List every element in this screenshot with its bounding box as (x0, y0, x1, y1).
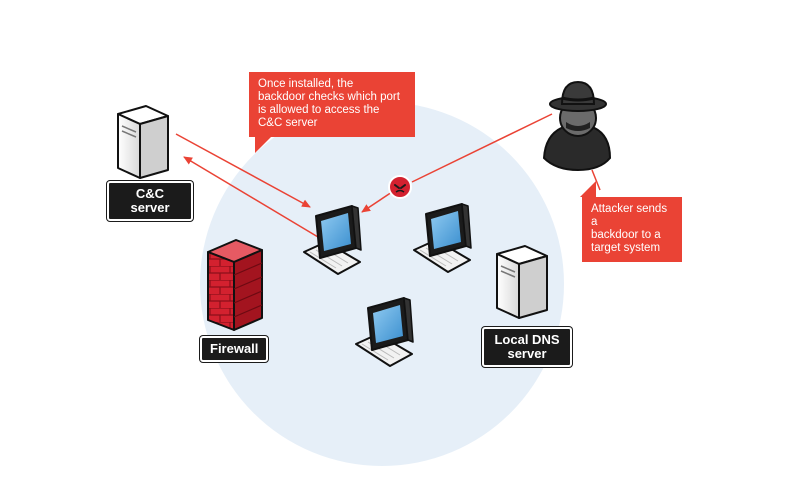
connection-arrows (175, 113, 553, 238)
label-line: server (130, 200, 170, 215)
cc-server-icon (117, 105, 169, 179)
callout-line: backdoor checks which port (258, 91, 400, 103)
dns-server-label: Local DNS server (482, 327, 572, 367)
label-line: C&C (135, 186, 165, 201)
attacker-callout-pointer (591, 169, 601, 191)
callout-line: C&C server (258, 117, 318, 129)
malware-bug-icon (388, 175, 412, 199)
callout-line: backdoor to a (591, 229, 661, 241)
firewall-label: Firewall (200, 336, 268, 362)
firewall-icon (207, 239, 263, 331)
callout-line: Once installed, the (258, 78, 354, 90)
label-line: Firewall (210, 341, 259, 356)
label-line: Local DNS (494, 332, 560, 347)
network-zone (200, 102, 564, 466)
attacker-sends-callout: Attacker sends a backdoor to a target sy… (580, 181, 682, 262)
callout-line: Attacker sends a (591, 203, 668, 228)
callout-line: is allowed to access the (258, 104, 380, 116)
backdoor-check-callout: Once installed, the backdoor checks whic… (249, 72, 415, 153)
attacker-icon (542, 80, 612, 172)
cc-server-label: C&C server (107, 181, 193, 221)
dns-server-icon (496, 245, 548, 319)
label-line: server (507, 346, 547, 361)
callout-line: target system (591, 242, 661, 254)
